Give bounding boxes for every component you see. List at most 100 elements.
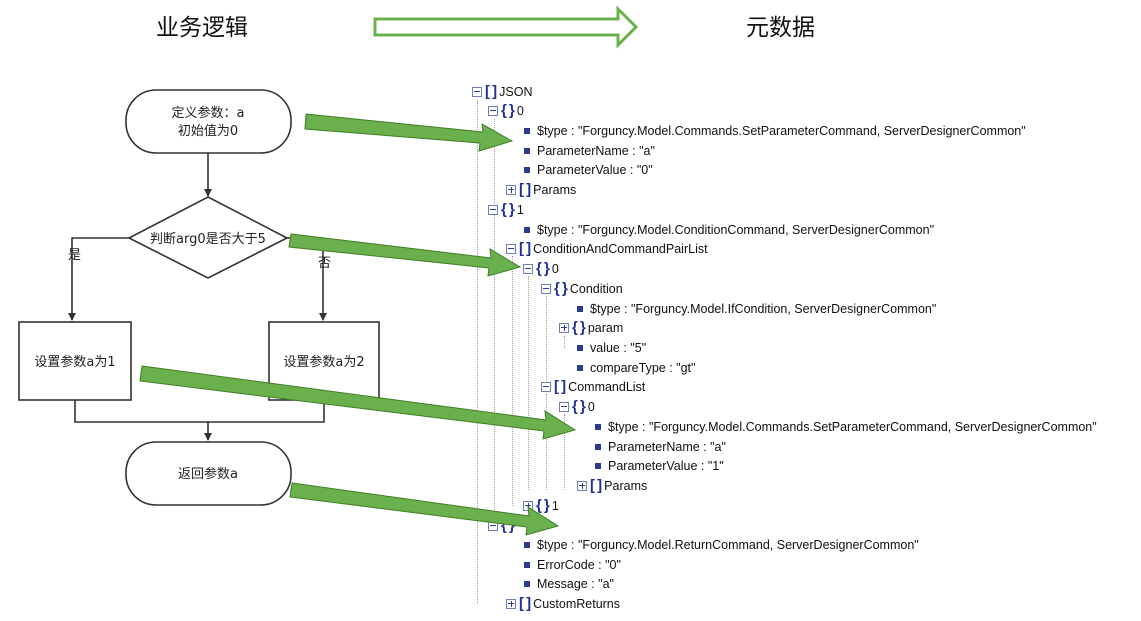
tree-node[interactable]: { }1: [488, 201, 524, 219]
tree-leaf: compareType : "gt": [577, 359, 695, 377]
tree-node[interactable]: [ ]Params: [577, 477, 647, 495]
collapse-icon[interactable]: [523, 263, 533, 274]
tree-label: $type : "Forguncy.Model.ConditionCommand…: [537, 223, 935, 237]
decision-label: 判断arg0是否大于5: [150, 232, 266, 247]
object-brace-icon: { }: [572, 319, 586, 336]
tree-node[interactable]: { }1: [523, 497, 559, 515]
collapse-icon[interactable]: [541, 283, 551, 294]
tree-label: ConditionAndCommandPairList: [533, 242, 708, 256]
tree-label: param: [587, 321, 624, 335]
tree-label: $type : "Forguncy.Model.Commands.SetPara…: [537, 124, 1026, 138]
object-brace-icon: { }: [536, 497, 550, 514]
leaf-bullet-icon: [524, 541, 530, 548]
tree-label: $type : "Forguncy.Model.Commands.SetPara…: [608, 420, 1097, 434]
tree-leaf: ParameterValue : "0": [524, 161, 653, 179]
tree-guide-line: [528, 276, 529, 490]
expand-icon[interactable]: [506, 184, 516, 195]
tree-label: compareType : "gt": [590, 361, 696, 375]
collapse-icon[interactable]: [541, 381, 551, 392]
leaf-bullet-icon: [524, 226, 530, 233]
tree-label: Message : "a": [537, 577, 614, 591]
set-a-2-label: 设置参数a为2: [283, 354, 364, 370]
tree-node[interactable]: { }param: [559, 319, 623, 337]
collapse-icon[interactable]: [559, 401, 569, 412]
tree-label: 0: [587, 400, 595, 414]
tree-guide-line: [564, 336, 565, 348]
array-bracket-icon: [ ]: [485, 83, 497, 100]
end-node-label: 返回参数a: [178, 466, 238, 482]
tree-label: 0: [551, 262, 559, 276]
collapse-icon[interactable]: [488, 105, 498, 116]
tree-node[interactable]: { }Condition: [541, 280, 623, 298]
leaf-bullet-icon: [595, 443, 601, 450]
leaf-bullet-icon: [577, 344, 583, 351]
expand-icon[interactable]: [577, 480, 587, 491]
object-brace-icon: { }: [501, 201, 515, 218]
array-bracket-icon: [ ]: [519, 240, 531, 257]
array-bracket-icon: [ ]: [554, 378, 566, 395]
tree-label: ParameterName : "a": [608, 440, 726, 454]
end-node: [125, 441, 292, 506]
tree-node[interactable]: { }0: [559, 398, 595, 416]
tree-node[interactable]: { }0: [523, 260, 559, 278]
tree-label: value : "5": [590, 341, 647, 355]
tree-label: 0: [516, 104, 524, 118]
leaf-bullet-icon: [577, 364, 583, 371]
tree-label: $type : "Forguncy.Model.ReturnCommand, S…: [537, 538, 919, 552]
expand-icon[interactable]: [506, 598, 516, 609]
tree-node[interactable]: [ ]Params: [506, 181, 576, 199]
tree-guide-line: [546, 394, 547, 490]
tree-guide-line: [512, 256, 513, 506]
leaf-bullet-icon: [524, 127, 530, 134]
mapping-arrow: [304, 113, 514, 152]
mapping-arrow: [139, 365, 577, 440]
collapse-icon[interactable]: [472, 86, 482, 97]
collapse-icon[interactable]: [488, 204, 498, 215]
tree-leaf: ParameterName : "a": [595, 438, 726, 456]
array-bracket-icon: [ ]: [590, 477, 602, 494]
start-node-line2: 初始值为0: [178, 123, 238, 139]
tree-label: 1: [551, 499, 559, 513]
tree-label: 1: [516, 203, 524, 217]
tree-label: ErrorCode : "0": [537, 558, 621, 572]
tree-node[interactable]: [ ]ConditionAndCommandPairList: [506, 240, 708, 258]
tree-leaf: $type : "Forguncy.Model.Commands.SetPara…: [524, 122, 1026, 140]
tree-label: ParameterValue : "0": [537, 163, 653, 177]
tree-node[interactable]: { }0: [488, 102, 524, 120]
tree-label: Condition: [569, 282, 623, 296]
header-arrow-icon: [373, 5, 639, 49]
metadata-title: 元数据: [746, 15, 815, 41]
tree-leaf: $type : "Forguncy.Model.IfCondition, Ser…: [577, 300, 936, 318]
start-node-line1: 定义参数：a: [172, 105, 245, 121]
tree-leaf: Message : "a": [524, 575, 614, 593]
business-logic-title: 业务逻辑: [156, 15, 248, 41]
tree-guide-line: [477, 100, 478, 604]
tree-node[interactable]: [ ]CustomReturns: [506, 595, 620, 613]
mapping-arrow: [288, 233, 522, 277]
tree-node[interactable]: [ ]JSON: [472, 83, 533, 101]
yes-edge: [68, 237, 129, 321]
object-brace-icon: { }: [572, 398, 586, 415]
tree-label: CustomReturns: [533, 597, 621, 611]
leaf-bullet-icon: [524, 561, 530, 568]
expand-icon[interactable]: [559, 322, 569, 333]
tree-leaf: $type : "Forguncy.Model.Commands.SetPara…: [595, 418, 1097, 436]
tree-guide-line: [546, 296, 547, 387]
tree-label: ParameterName : "a": [537, 144, 655, 158]
tree-label: $type : "Forguncy.Model.IfCondition, Ser…: [590, 302, 937, 316]
merge-edge: [74, 400, 325, 423]
tree-label: Params: [533, 183, 577, 197]
tree-guide-line: [564, 414, 565, 490]
mapping-arrow: [289, 482, 560, 536]
leaf-bullet-icon: [524, 147, 530, 154]
object-brace-icon: { }: [536, 260, 550, 277]
tree-label: ParameterValue : "1": [608, 459, 724, 473]
tree-leaf: value : "5": [577, 339, 646, 357]
tree-node[interactable]: [ ]CommandList: [541, 378, 645, 396]
tree-label: Params: [604, 479, 648, 493]
collapse-icon[interactable]: [506, 243, 516, 254]
leaf-bullet-icon: [595, 423, 601, 430]
tree-leaf: $type : "Forguncy.Model.ReturnCommand, S…: [524, 536, 919, 554]
